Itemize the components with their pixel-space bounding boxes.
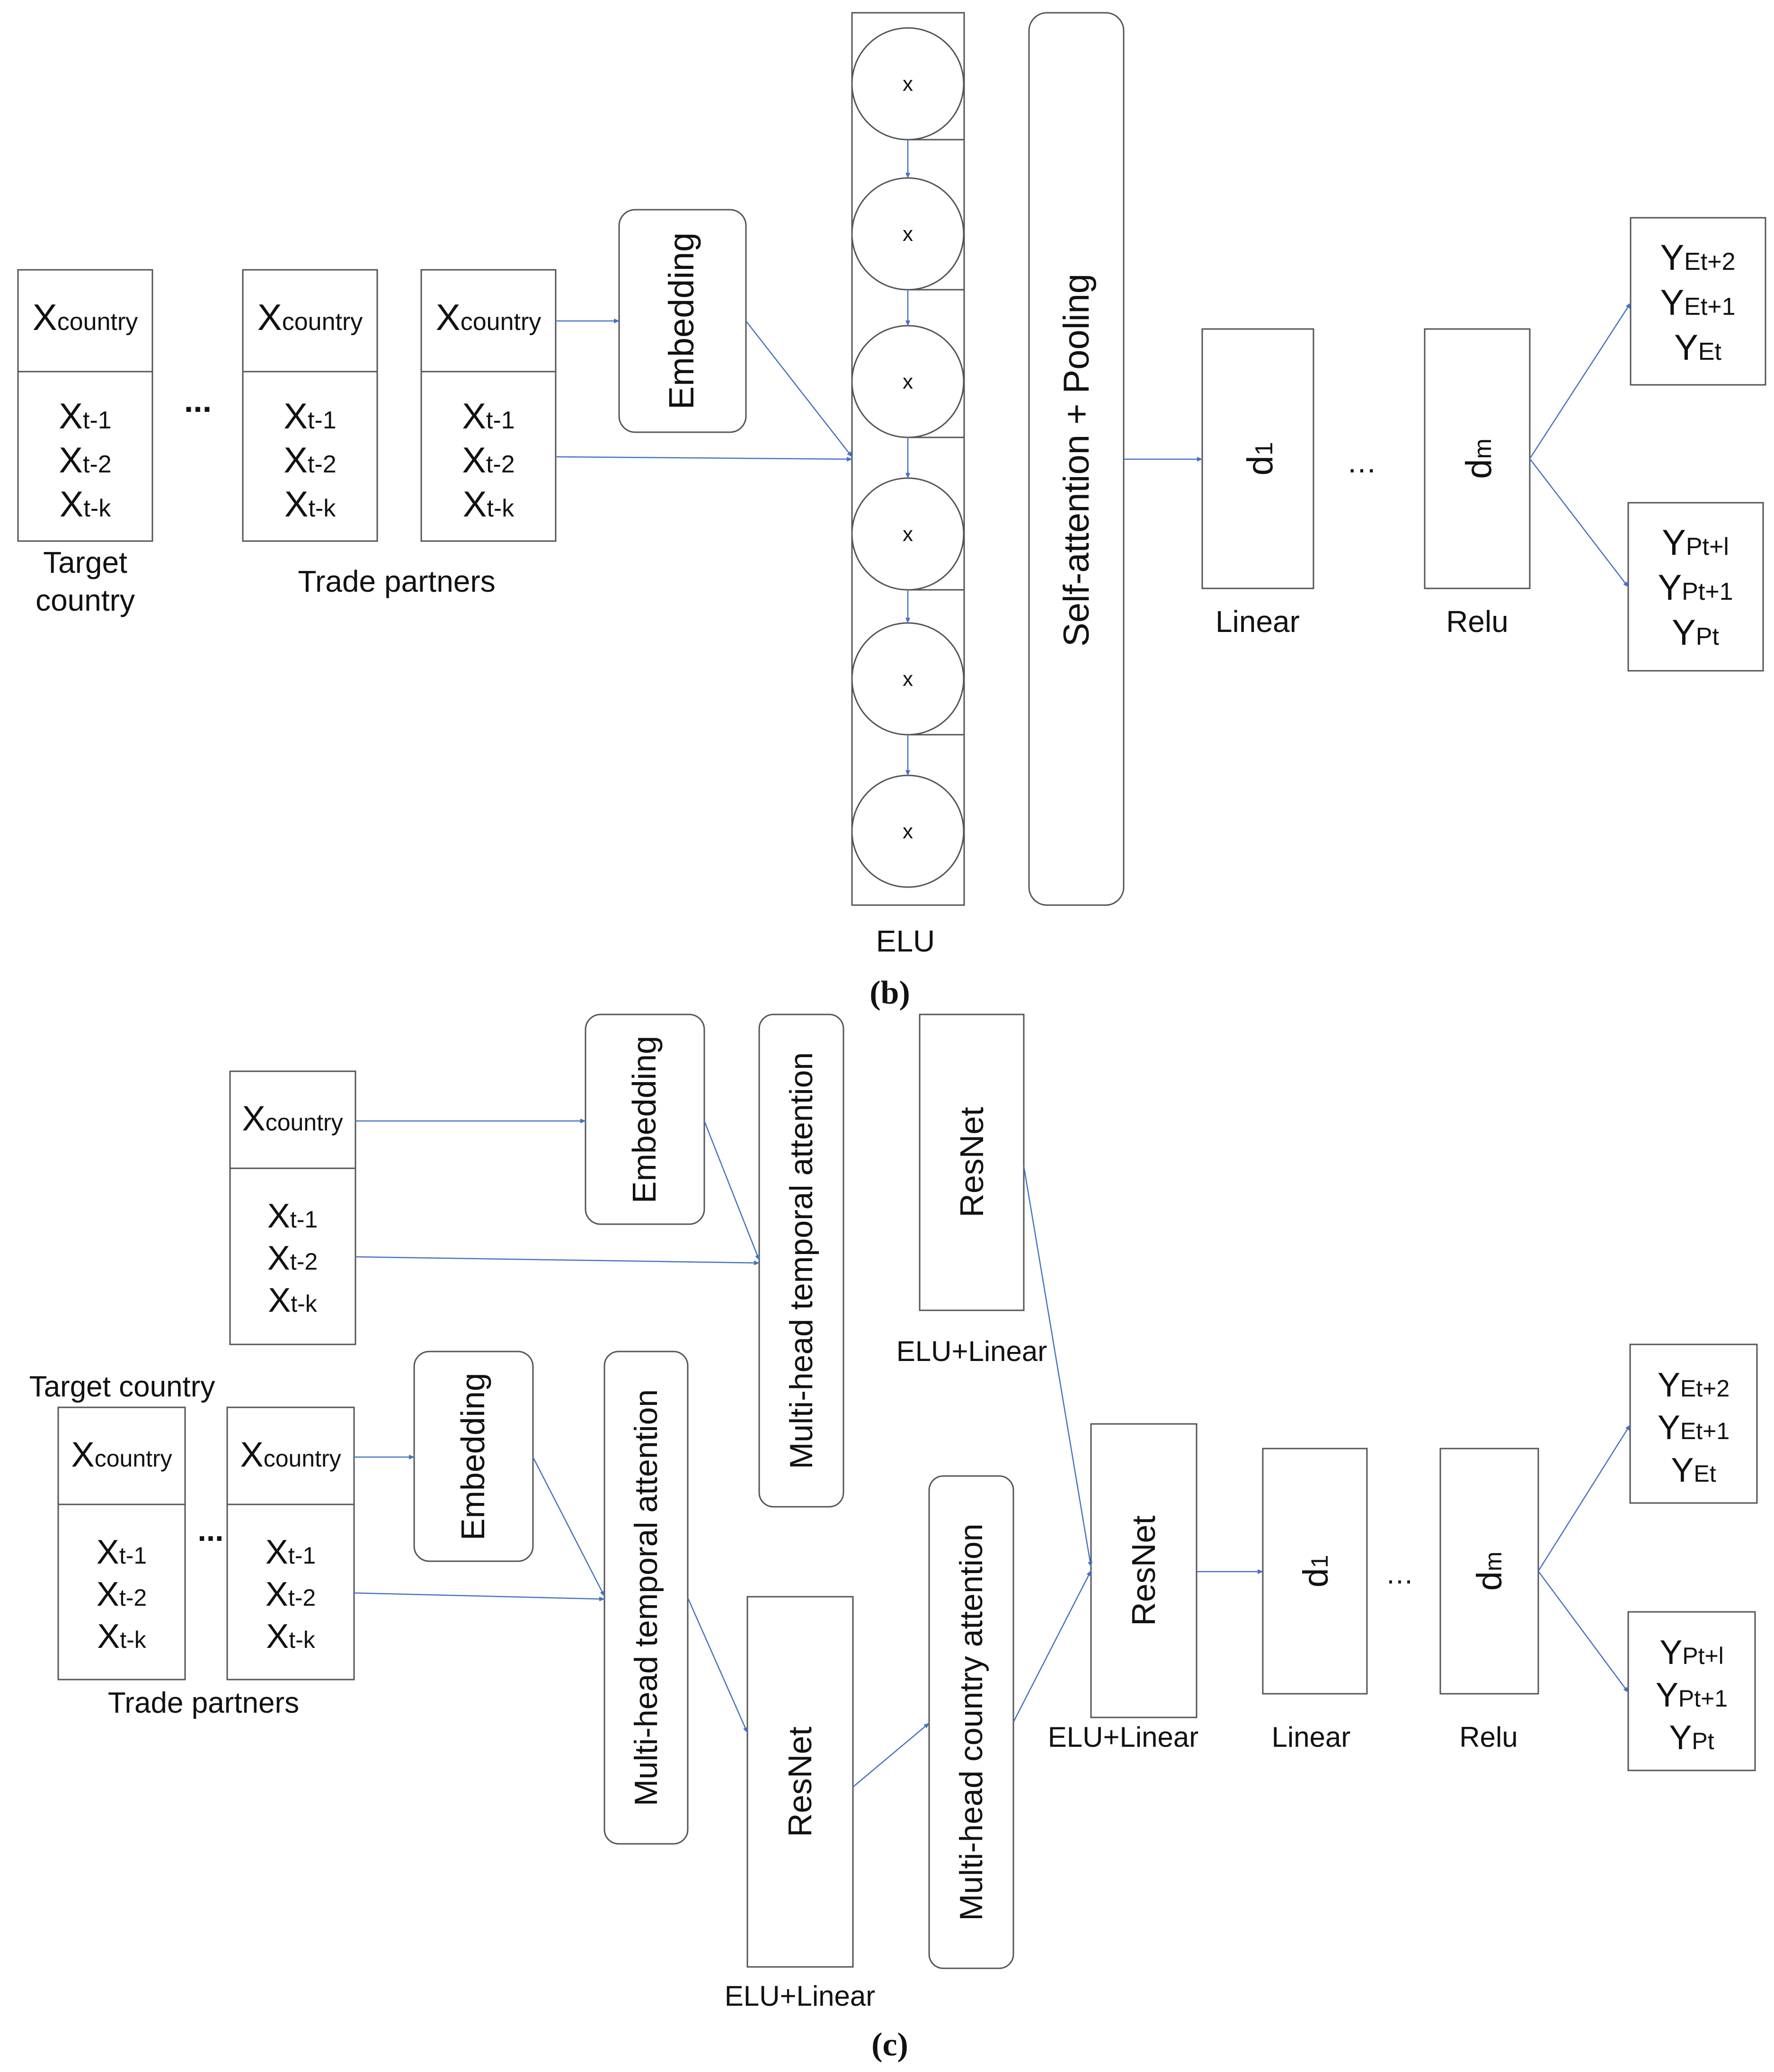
dense-d1-label-c: d1 [1296,1555,1335,1588]
x-country-label: Xcountry [33,296,138,338]
y-label: YPt [1669,1719,1714,1757]
resnet-target-box [919,1014,1025,1311]
lag-t1: Xt-1 [462,396,514,436]
lag-tk: Xt-k [463,484,514,525]
target-label-line2: country [35,583,135,617]
country-attention-label: Multi-head country attention [953,1523,989,1921]
partners-ellipsis: ... [184,382,212,419]
lag-tk: Xt-k [97,1618,147,1655]
lag-tk: Xt-k [284,484,336,525]
embedding-target-label: Embedding [626,1036,663,1203]
y-label: YPt+1 [1656,1676,1728,1714]
panel-b: Xcountry Xt-1 Xt-2 Xt-k Target country .… [17,12,1766,1011]
resnet-merge-label: ResNet [1125,1515,1162,1626]
resnet-partners-box [746,1596,854,1968]
caption-c: (c) [871,2027,908,2063]
target-country-label: Target country [29,1370,215,1403]
lag-t1: Xt-1 [266,1533,316,1571]
trade-partners-label: Trade partners [298,564,495,598]
dense-dm-box [1424,328,1531,589]
elu-unit-symbol: x [903,667,913,691]
dense-d1-box [1201,328,1314,589]
y-label: YEt+1 [1660,283,1735,323]
lag-t2: Xt-2 [284,440,336,480]
lag-tk: Xt-k [266,1618,316,1655]
output-exports-c: YEt+2 YEt+1 YEt [1629,1343,1758,1504]
elu-unit-symbol: x [903,222,913,246]
elu-linear-target-label: ELU+Linear [896,1335,1047,1367]
embedding-label: Embedding [662,232,701,409]
input-trade-partner-1-c: Xcountry Xt-1 Xt-2 Xt-k [57,1406,186,1681]
dense-dm-label: dm [1459,438,1499,479]
elu-linear-merge-label: ELU+Linear [1048,1721,1199,1753]
output-imports-b: YPt+l YPt+1 YPt [1627,502,1764,672]
lag-t1: Xt-1 [97,1533,147,1571]
self-attention-label: Self-attention + Pooling [1056,274,1097,647]
x-country-label: Xcountry [71,1435,172,1474]
input-trade-partner-n: Xcountry Xt-1 Xt-2 Xt-k [420,269,557,542]
dense-d1-box-c [1262,1448,1368,1695]
trade-partners-label-c: Trade partners [108,1687,299,1719]
input-trade-partner-n-c: Xcountry Xt-1 Xt-2 Xt-k [226,1406,355,1681]
x-country-label: Xcountry [257,296,363,338]
x-country-label: Xcountry [242,1099,343,1138]
lag-t2: Xt-2 [267,1239,318,1277]
x-country-label: Xcountry [436,296,541,338]
elu-unit-symbol: x [903,370,913,393]
linear-label: Linear [1215,605,1300,639]
lag-t2: Xt-2 [266,1575,316,1613]
y-label: YEt+2 [1658,1366,1730,1404]
partners-ellipsis-c: ... [197,1512,223,1547]
elu-unit-symbol: x [903,820,913,843]
lag-tk: Xt-k [60,484,111,525]
dense-d1-label: d1 [1240,442,1280,475]
lag-t2: Xt-2 [59,440,111,480]
dense-ellipsis: … [1347,445,1377,479]
y-label: YEt+1 [1658,1409,1730,1447]
y-label: YPt+l [1662,523,1729,563]
dense-ellipsis-c: … [1385,1558,1414,1590]
lag-tk: Xt-k [268,1281,318,1319]
elu-units: x x x x x x [851,27,965,888]
y-label: YEt [1674,328,1721,368]
target-label-line1: Target [43,545,127,579]
elu-unit-symbol: x [903,523,913,546]
elu-linear-partners-label: ELU+Linear [725,1980,876,2012]
x-country-label: Xcountry [240,1435,341,1474]
panel-b-arrows [555,302,1632,587]
lag-t1: Xt-1 [284,396,336,436]
input-target-country-c: Xcountry Xt-1 Xt-2 Xt-k [229,1070,356,1345]
y-label: YEt [1671,1451,1716,1489]
relu-label: Relu [1446,605,1508,639]
elu-unit-symbol: x [903,72,913,96]
output-imports-c: YPt+l YPt+1 YPt [1627,1611,1756,1771]
lag-t2: Xt-2 [462,440,514,480]
embedding-partners-label: Embedding [454,1373,491,1540]
input-target-country: Xcountry Xt-1 Xt-2 Xt-k [17,269,153,542]
resnet-target-label: ResNet [953,1107,990,1217]
panel-c-arrows [354,1119,1631,1787]
y-label: YEt+2 [1660,238,1735,278]
resnet-partners-label: ResNet [781,1726,818,1837]
panel-c: Xcountry Xt-1 Xt-2 Xt-k Target country X… [29,1014,1758,2063]
temporal-attention-partners-label: Multi-head temporal attention [628,1389,664,1806]
temporal-attention-target-label: Multi-head temporal attention [783,1052,819,1469]
linear-label-c: Linear [1272,1721,1351,1753]
input-trade-partner-1: Xcountry Xt-1 Xt-2 Xt-k [242,269,378,542]
y-label: YPt+1 [1658,568,1733,608]
y-label: YPt [1672,613,1719,653]
relu-label-c: Relu [1459,1721,1517,1753]
lag-t2: Xt-2 [97,1575,147,1613]
lag-t1: Xt-1 [59,396,111,436]
dense-dm-label-c: dm [1470,1552,1509,1591]
y-label: YPt+l [1659,1634,1724,1672]
lag-t1: Xt-1 [267,1197,318,1235]
output-exports-b: YEt+2 YEt+1 YEt [1630,217,1766,386]
caption-b: (b) [869,975,910,1011]
elu-label: ELU [876,924,935,958]
